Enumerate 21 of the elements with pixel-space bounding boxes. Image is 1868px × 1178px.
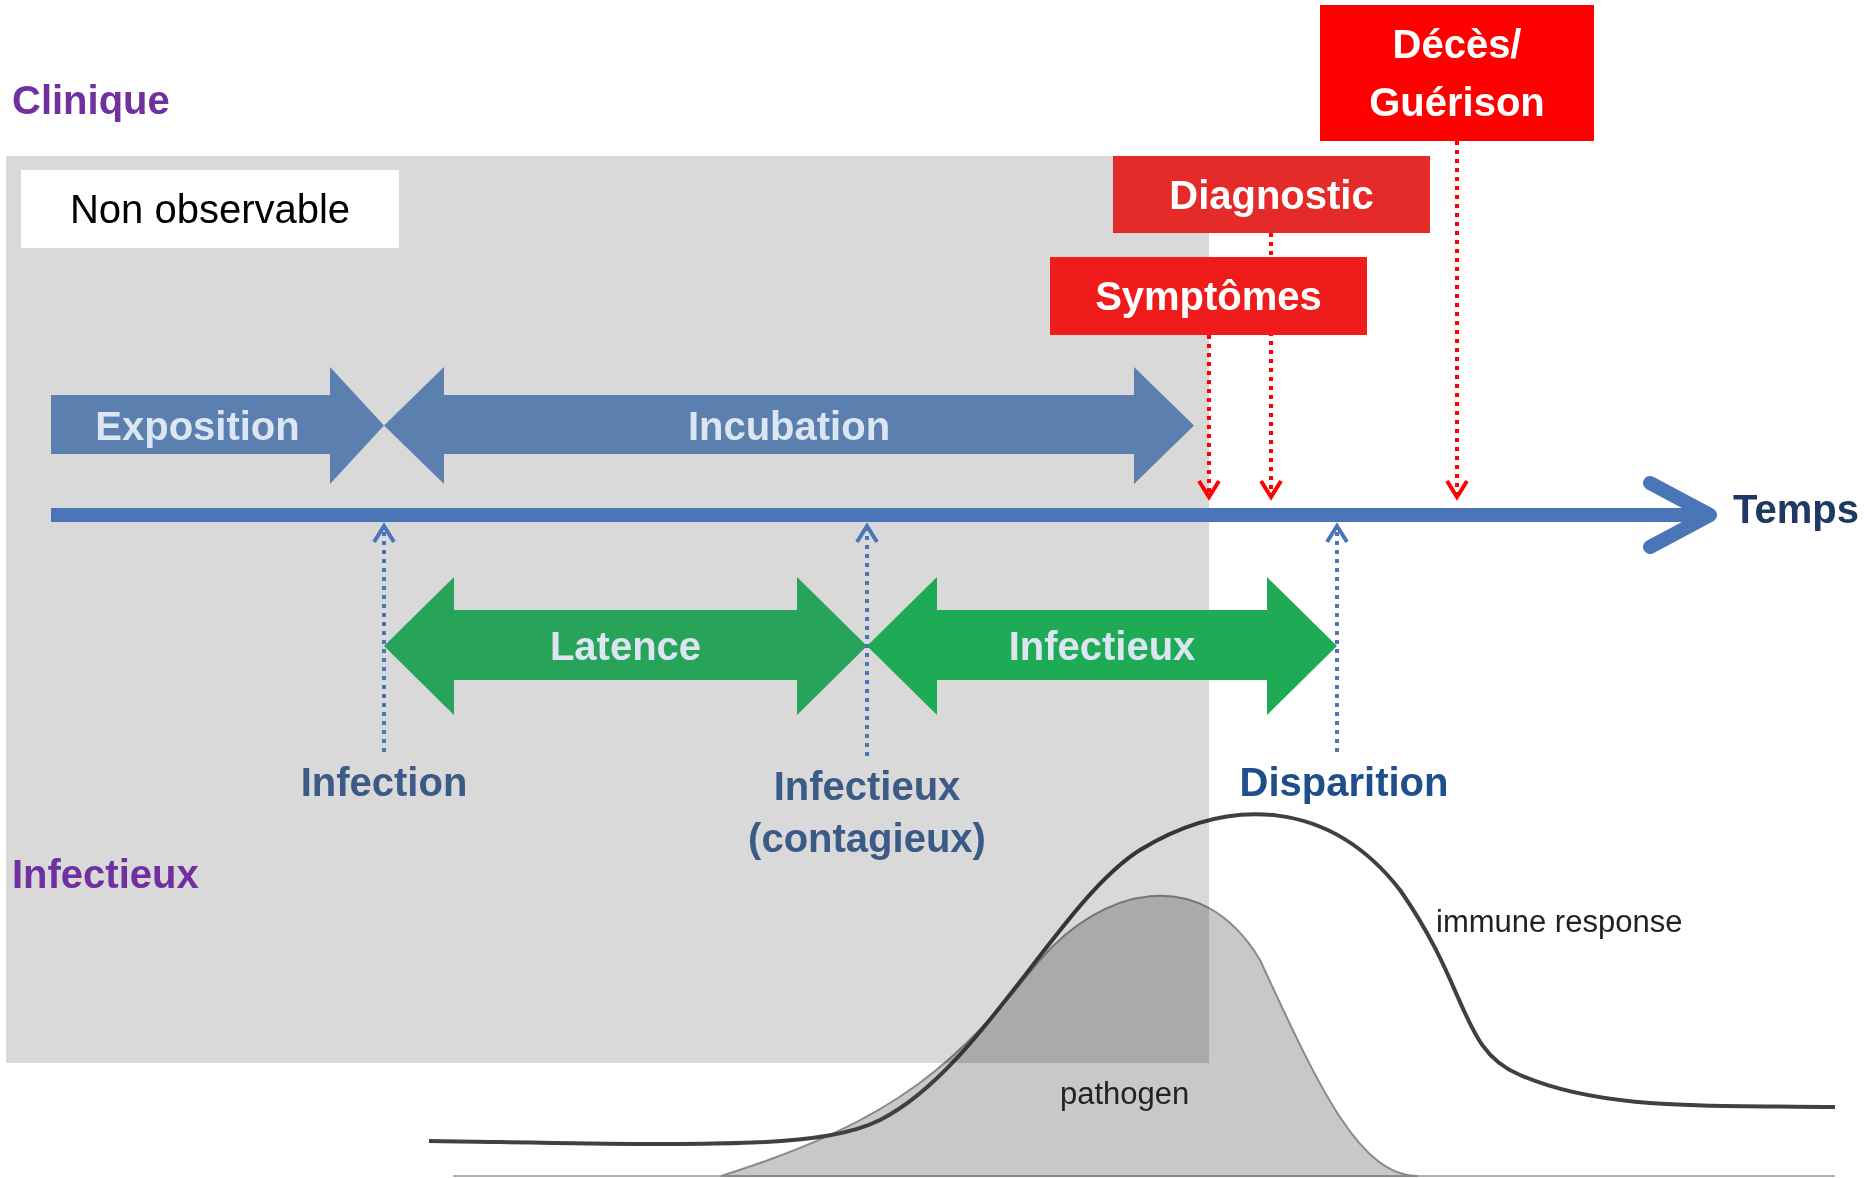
phase-label: Latence bbox=[549, 623, 702, 669]
section-label: Infectieux bbox=[12, 852, 199, 897]
event-box: Diagnostic bbox=[1113, 156, 1430, 233]
phase-label: Exposition bbox=[95, 402, 300, 449]
dotted-arrow bbox=[372, 524, 396, 752]
axis-label: Temps bbox=[1733, 487, 1859, 532]
event-label: Infectieux (contagieux) bbox=[732, 760, 1002, 864]
dotted-arrow bbox=[1325, 524, 1349, 752]
event-label: Infection bbox=[264, 756, 504, 808]
phase-label: Infectieux bbox=[1008, 623, 1196, 669]
phase-label: Incubation bbox=[687, 402, 891, 449]
curve-label: immune response bbox=[1436, 904, 1683, 940]
section-label: Clinique bbox=[12, 78, 170, 123]
dotted-arrow bbox=[855, 524, 879, 756]
dotted-arrow bbox=[1445, 141, 1469, 499]
annotation-box: Non observable bbox=[21, 170, 399, 248]
dotted-arrow bbox=[1197, 335, 1221, 499]
event-box: Décès/ Guérison bbox=[1320, 5, 1594, 141]
curve-label: pathogen bbox=[1060, 1076, 1190, 1112]
event-label: Disparition bbox=[1214, 756, 1474, 808]
event-box: Symptômes bbox=[1050, 257, 1367, 335]
